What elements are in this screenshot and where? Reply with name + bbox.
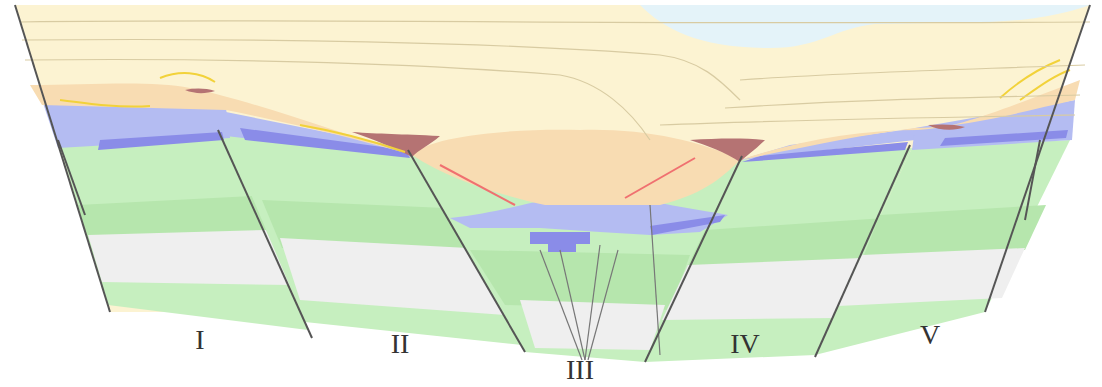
block-label: IV <box>730 330 760 358</box>
block-label: I <box>195 326 204 354</box>
block-label: III <box>566 356 594 384</box>
block-label: II <box>391 330 410 358</box>
block-label: V <box>920 321 940 349</box>
